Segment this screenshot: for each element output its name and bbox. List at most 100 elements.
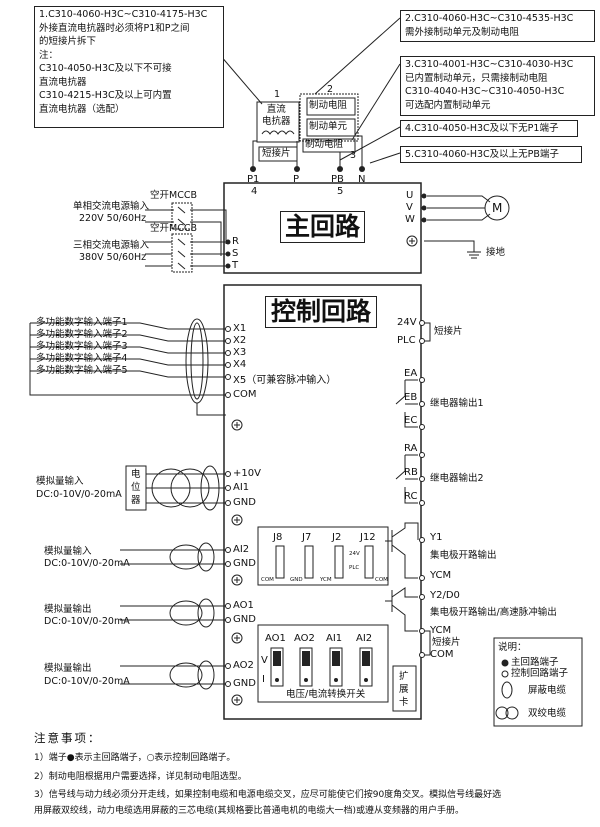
p1-note-4: 4.C310-4050-H3C及以下无P1端子: [400, 120, 578, 137]
terminal-24v: 24V: [397, 317, 417, 328]
brake-note-3-line3: C310-4040-H3C~C310-4050-H3C: [405, 86, 565, 97]
vi-switch-block: [257, 624, 389, 703]
note-line-1: 1）端子●表示主回路端子，○表示控制回路端子。: [34, 753, 236, 763]
terminal-v: V: [406, 202, 413, 213]
ao2-label-2: DC:0-10V/0-20mA: [44, 676, 130, 687]
jumper-j2-ycm: YCM: [320, 577, 332, 583]
top-terminal-dots: [250, 166, 365, 172]
terminal-y2-d0: Y2/D0: [430, 590, 460, 601]
main-circuit-title: 主回路: [280, 211, 366, 243]
ao1-label-2: DC:0-10V/0-20mA: [44, 616, 130, 627]
terminal-n: N: [358, 174, 366, 185]
expansion-card-label: 扩 展 卡: [399, 671, 409, 708]
terminal-x3: X3: [233, 347, 247, 358]
reactor-note: 1.C310-4060-H3C~C310-4175-H3C 外接直流电抗器时必须…: [34, 6, 224, 128]
terminal-x4: X4: [233, 359, 247, 370]
reactor-note-line2: 外接直流电抗器时必须将P1和P之间: [39, 22, 190, 34]
jumper-block: [257, 526, 389, 586]
plc-jumper-label: 短接片: [434, 326, 463, 337]
terminal-eb: EB: [404, 392, 418, 403]
terminal-com-input: COM: [233, 389, 257, 400]
digital-input-1-label: 多功能数字输入端子1: [36, 317, 128, 328]
vi-switch-caption: 电压/电流转换开关: [286, 689, 366, 700]
pb-note-5-text: 5.C310-4060-H3C及以上无PB端子: [405, 149, 559, 160]
brake-resistor-top-label: 制动电阻: [309, 100, 348, 111]
dc-reactor-box: [256, 101, 300, 143]
reactor-note-line1: 1.C310-4060-H3C~C310-4175-H3C: [39, 9, 208, 20]
terminal-ea: EA: [404, 368, 418, 379]
reactor-note-line8: 直流电抗器（选配）: [39, 103, 125, 115]
legend-twisted-cable: 双绞电缆: [528, 708, 567, 719]
terminal-gnd-2: GND: [233, 558, 256, 569]
relay-output-1-label: 继电器输出1: [430, 398, 484, 409]
terminal-r: R: [232, 236, 239, 247]
ao2-label-1: 模拟量输出: [44, 663, 92, 674]
terminal-ra: RA: [404, 443, 418, 454]
brake-number-2: 2: [327, 84, 334, 95]
brake-number-3: 3: [350, 150, 357, 161]
jumper-j2-header: J2: [332, 532, 342, 543]
note-line-3a: 3）信号线与动力线必须分开走线，如果控制电缆和电源电缆交叉，应尽可能使它们按90…: [34, 790, 502, 800]
motor-label: M: [492, 201, 503, 215]
ai2-label-2: DC:0-10V/0-20mA: [44, 558, 130, 569]
terminal-gnd-3: GND: [233, 614, 256, 625]
jumper-j7-gnd: GND: [290, 577, 303, 583]
terminal-10v: +10V: [233, 468, 261, 479]
pb-note-5: 5.C310-4060-H3C及以上无PB端子: [400, 146, 582, 163]
terminal-u: U: [406, 190, 414, 201]
digital-input-4-label: 多功能数字输入端子4: [36, 353, 128, 364]
brake-note-3: 3.C310-4001-H3C~C310-4030-H3C 已内置制动单元，只需…: [400, 56, 595, 116]
digital-input-3-label: 多功能数字输入端子3: [36, 341, 128, 352]
reactor-note-line7: C310-4215-H3C及以上可内置: [39, 90, 172, 101]
legend-box: [493, 637, 583, 727]
legend-main-terminal: 主回路端子: [511, 657, 559, 668]
brake-note-2: 2.C310-4060-H3C~C310-4535-H3C 需外接制动单元及制动…: [400, 10, 595, 42]
brake-note-3-line1: 3.C310-4001-H3C~C310-4030-H3C: [405, 59, 574, 70]
terminal-ao2: AO2: [233, 660, 254, 671]
brake-note-3-line2: 已内置制动单元，只需接制动电阻: [405, 72, 548, 84]
terminal-com-output: COM: [430, 649, 454, 660]
reactor-note-line4: 注：: [39, 49, 59, 61]
terminal-rc: RC: [404, 491, 418, 502]
terminal-plc: PLC: [397, 335, 416, 346]
switch-ao2-header: AO2: [294, 633, 315, 644]
ai2-label-1: 模拟量输入: [44, 546, 92, 557]
note-line-2: 2）制动电阻根据用户需要选择，详见制动电阻选型。: [34, 772, 247, 782]
terminal-p1-number: 4: [251, 186, 258, 197]
reactor-note-line5: C310-4050-H3C及以下不可接: [39, 63, 172, 74]
switch-ai2-header: AI2: [356, 633, 373, 644]
terminal-pb-number: 5: [337, 186, 344, 197]
brake-resistor-mid-box: [302, 138, 356, 153]
brake-resistor-top-box: [306, 97, 356, 116]
three-phase-label-1: 三相交流电源输入: [73, 240, 150, 251]
notes-title: 注意事项：: [34, 731, 102, 745]
terminal-p: P: [293, 174, 300, 185]
jumper-j12-com: COM: [375, 577, 388, 583]
motor-symbol: [484, 195, 510, 221]
legend-shielded-cable: 屏蔽电缆: [528, 685, 567, 696]
brake-note-3-line4: 可选配内置制动单元: [405, 99, 491, 111]
terminal-ao1: AO1: [233, 600, 254, 611]
jumper-j8-com: COM: [261, 577, 274, 583]
jumper-j12-header: J12: [360, 532, 376, 543]
ycm-jumper-label: 短接片: [432, 637, 461, 648]
terminal-w: W: [405, 214, 415, 225]
terminal-ai1: AI1: [233, 482, 250, 493]
reactor-note-line6: 直流电抗器: [39, 76, 87, 88]
terminal-gnd-1: GND: [233, 497, 256, 508]
open-collector-1-label: 集电极开路输出: [430, 550, 497, 561]
brake-unit-box: [306, 118, 356, 137]
p1-note-4-text: 4.C310-4050-H3C及以下无P1端子: [405, 123, 559, 134]
terminal-ycm-2: YCM: [430, 625, 452, 636]
switch-ai1-header: AI1: [326, 633, 343, 644]
brake-unit-label: 制动单元: [309, 121, 348, 132]
relay-output-2-label: 继电器输出2: [430, 473, 484, 484]
terminal-x5: X5（可兼容脉冲输入）: [233, 375, 337, 386]
note-line-3b: 用屏蔽双绞线，动力电缆选用屏蔽的三芯电缆(其规格要比普通电机的电缆大一档)或遵从…: [34, 806, 465, 816]
open-collector-2-label: 集电极开路输出/高速脉冲输出: [430, 607, 557, 618]
digital-input-2-label: 多功能数字输入端子2: [36, 329, 128, 340]
ai1-label-1: 模拟量输入: [36, 476, 84, 487]
switch-v-label: V: [261, 655, 268, 666]
ai1-label-2: DC:0-10V/0-20mA: [36, 489, 122, 500]
